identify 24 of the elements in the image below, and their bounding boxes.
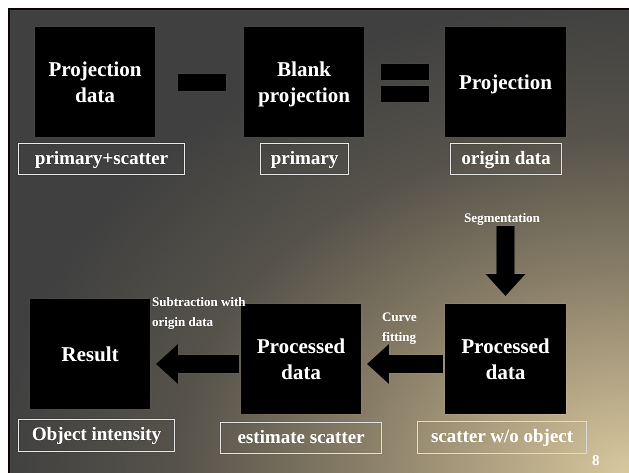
box-label: Processed data [460,333,551,385]
box-label: Processed data [256,333,346,385]
box-label: Blank projection [257,56,351,108]
caption-box: primary+scatter [18,143,185,175]
edge-label: Segmentation [463,209,541,227]
edge-label: Subtraction with origin data [152,293,247,331]
box-label: Projection data [48,56,142,108]
page-number: 8 [592,452,600,471]
process-box [445,27,566,137]
box-label: Result [61,341,119,367]
block-arrow [486,226,526,296]
process-box [30,299,150,409]
edge-label: Curve fitting [382,308,418,346]
box-label: Projection [459,69,552,95]
caption-box: Object intensity [18,419,175,452]
caption-box: estimate scatter [220,422,382,454]
process-box [35,27,155,137]
block-arrow [367,344,443,384]
caption-box: scatter w/o object [417,421,587,454]
process-box [445,304,566,414]
block-arrow [156,344,239,384]
caption-box: origin data [450,143,562,175]
process-box [244,27,364,137]
caption-box: primary [260,143,349,175]
